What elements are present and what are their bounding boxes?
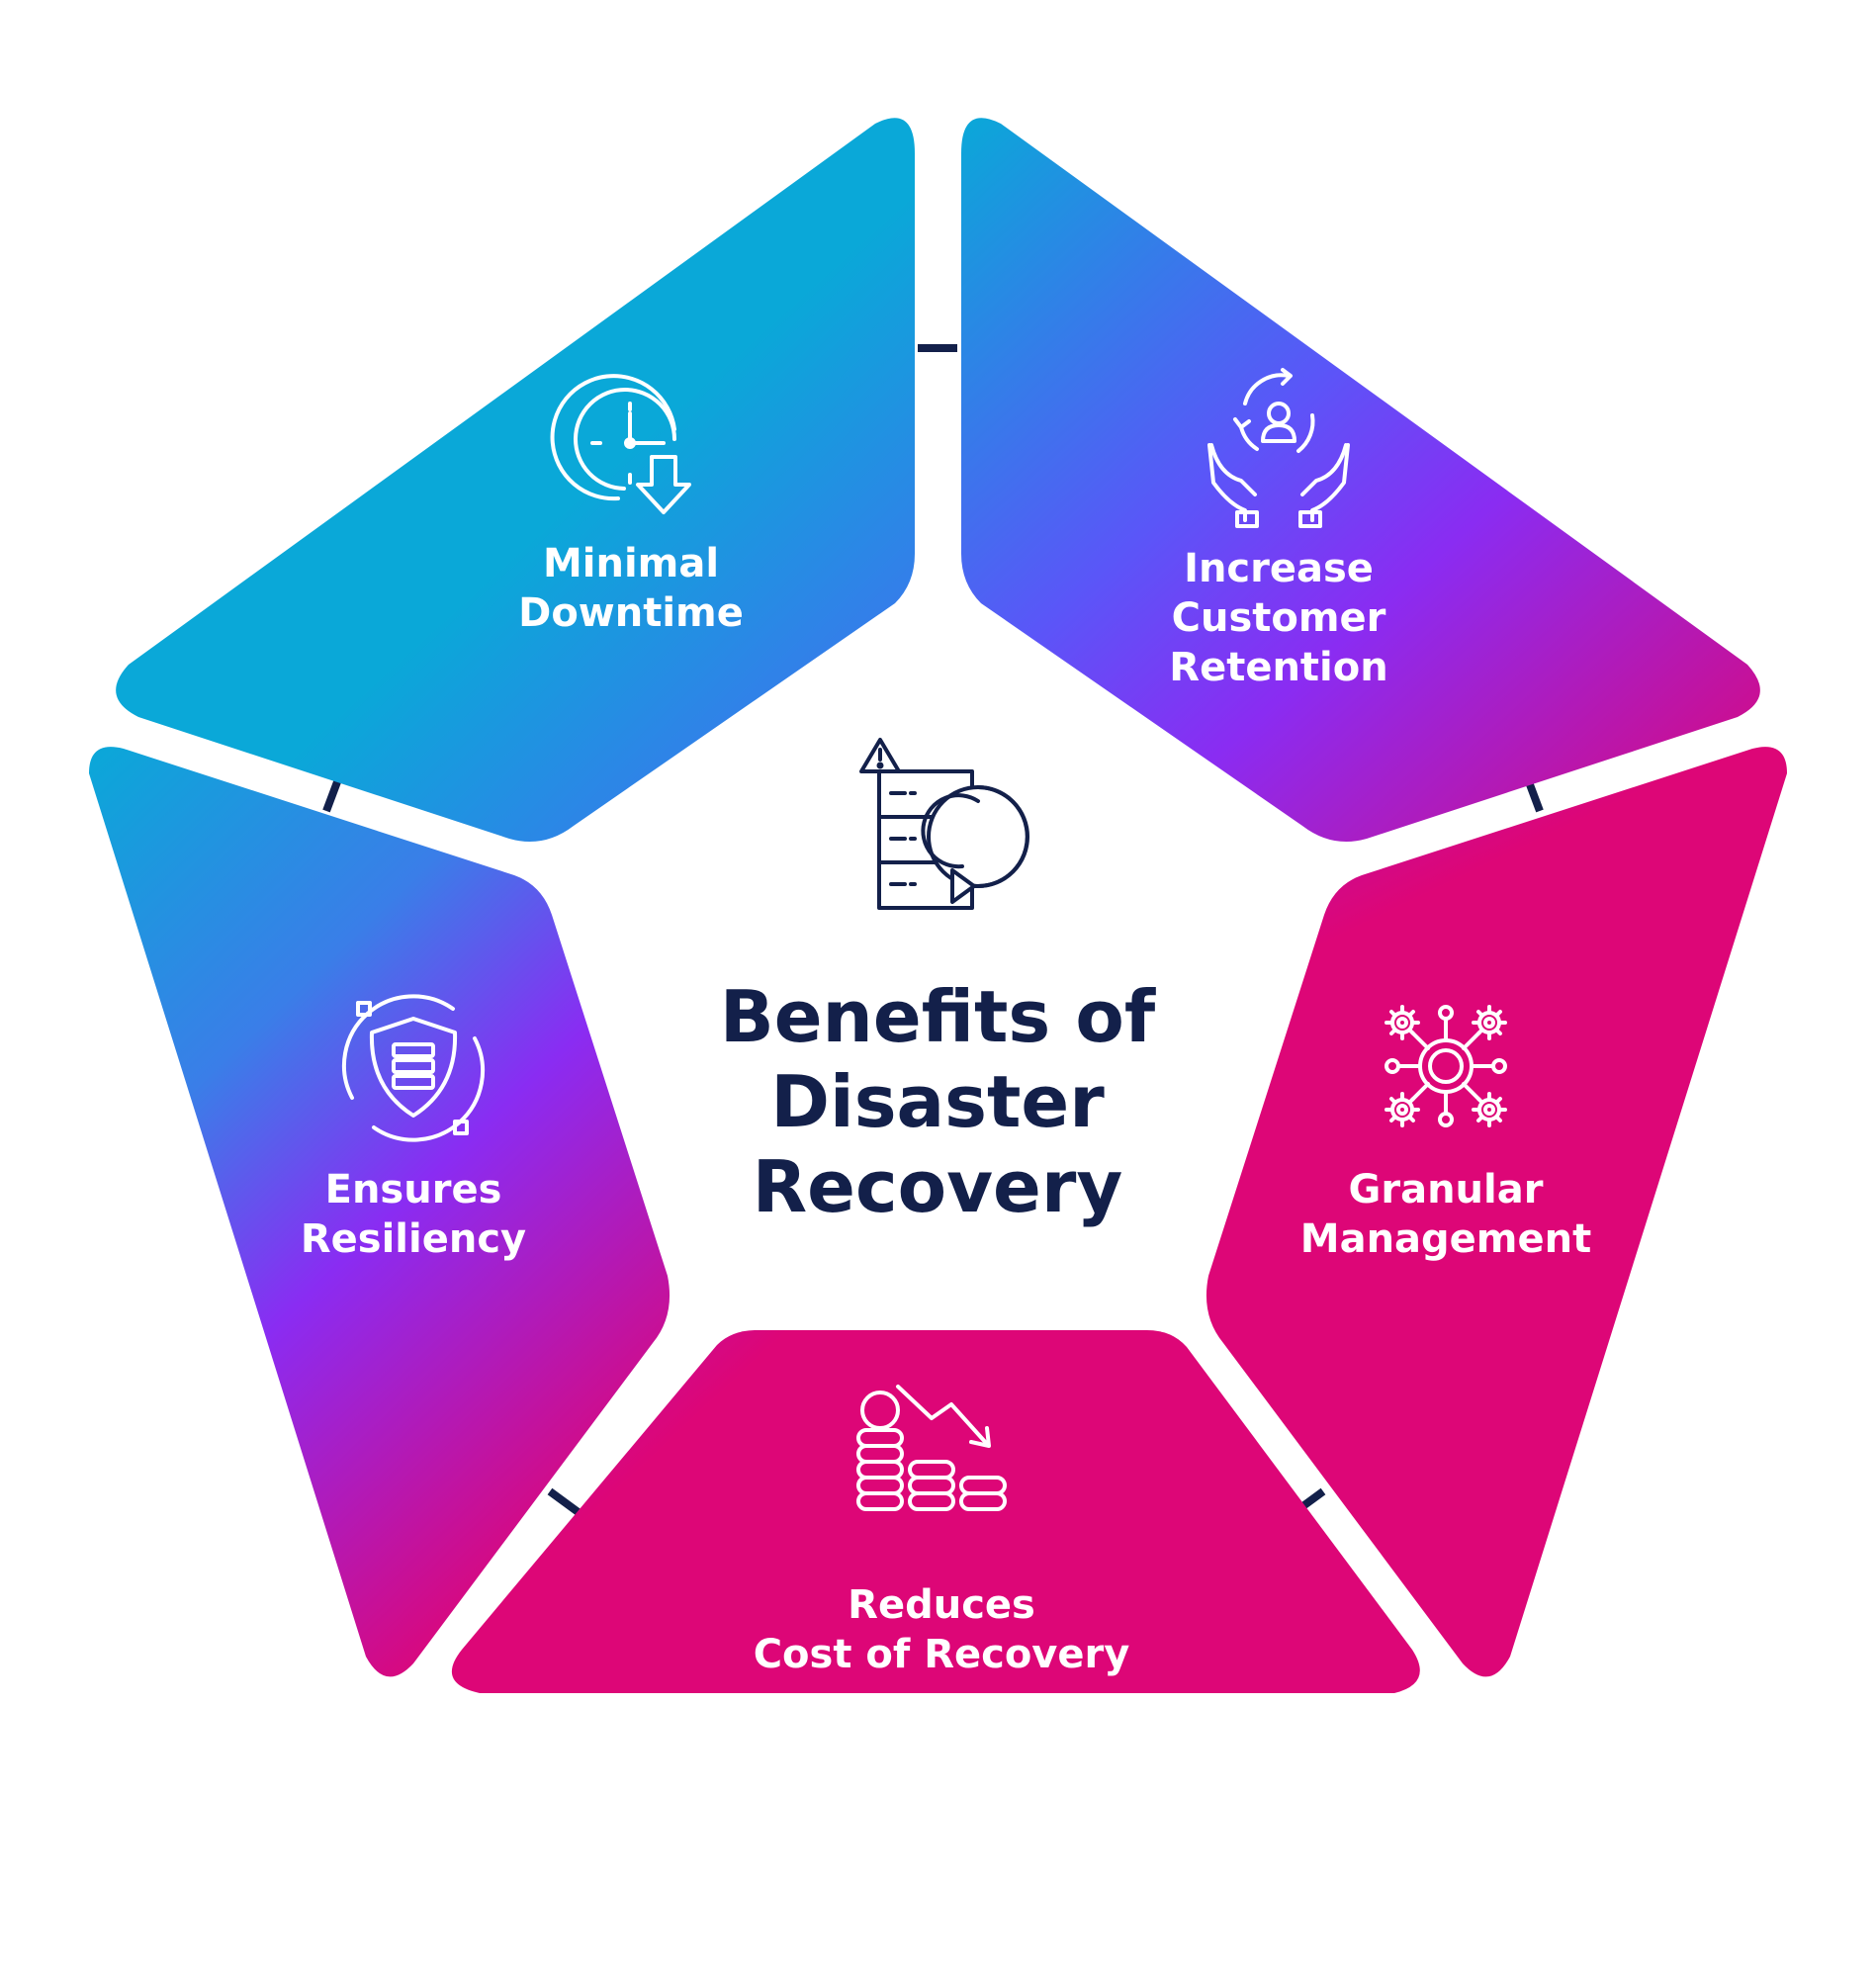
- title-line: Disaster: [770, 1060, 1105, 1143]
- label-line: Reduces: [848, 1582, 1035, 1628]
- server-warning-recovery-icon: [859, 738, 1029, 910]
- label-line: Customer: [1171, 595, 1386, 641]
- label-line: Management: [1299, 1216, 1592, 1262]
- label-line: Minimal: [542, 541, 720, 586]
- label-line: Granular: [1348, 1167, 1544, 1212]
- label-line: Ensures: [324, 1167, 502, 1212]
- label-minimal-downtime: Minimal Downtime: [423, 539, 839, 638]
- title-line: Benefits of: [719, 975, 1156, 1058]
- label-line: Cost of Recovery: [753, 1632, 1130, 1677]
- coins-decline-icon: [856, 1385, 1007, 1511]
- label-granular-management: Granular Management: [1238, 1165, 1653, 1264]
- label-ensures-resiliency: Ensures Resiliency: [206, 1165, 621, 1264]
- segment-granular-management: [1206, 747, 1787, 1677]
- title-line: Recovery: [752, 1145, 1123, 1228]
- label-line: Resiliency: [300, 1216, 527, 1262]
- segment-reduces-cost-of-recovery: [451, 1330, 1420, 1693]
- segment-increase-customer-retention: [961, 118, 1760, 843]
- gear-network-icon: [1385, 1005, 1507, 1127]
- clock-down-arrow-icon: [550, 374, 691, 514]
- hands-customer-cycle-icon: [1207, 368, 1350, 528]
- segment-ensures-resiliency: [89, 747, 670, 1677]
- page-title: Benefits of Disaster Recovery: [641, 974, 1234, 1229]
- label-line: Increase: [1184, 546, 1374, 591]
- segment-minimal-downtime: [116, 118, 916, 843]
- label-line: Downtime: [518, 590, 744, 636]
- shield-server-icon: [341, 994, 486, 1142]
- label-increase-customer-retention: Increase Customer Retention: [1071, 544, 1486, 692]
- label-reduces-cost-of-recovery: Reduces Cost of Recovery: [724, 1580, 1159, 1679]
- label-line: Retention: [1169, 645, 1388, 690]
